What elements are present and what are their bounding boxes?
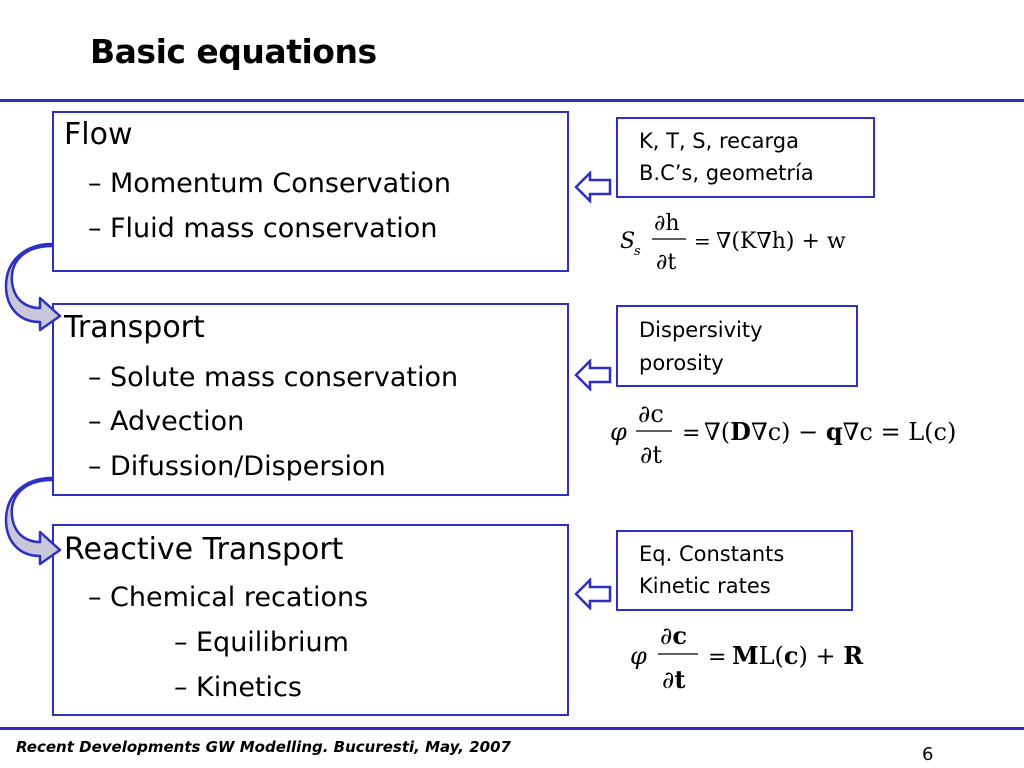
svg-text:=: = bbox=[682, 421, 700, 446]
svg-text:∇(K∇h) + w: ∇(K∇h) + w bbox=[716, 229, 846, 254]
flow-item-fluid-mass: –Fluid mass conservation bbox=[88, 213, 438, 244]
top-divider bbox=[0, 99, 1024, 102]
reactive-item-chemical: –Chemical recations bbox=[88, 582, 369, 613]
reactive-input-arrow-icon bbox=[574, 578, 612, 610]
transport-item-advection: –Advection bbox=[88, 406, 245, 437]
svg-text:∂t: ∂t bbox=[662, 665, 686, 694]
svg-text:∇(D∇c) − q∇c = L(c): ∇(D∇c) − q∇c = L(c) bbox=[704, 417, 956, 446]
transport-param-line-2: porosity bbox=[639, 351, 724, 375]
svg-text:∂c: ∂c bbox=[638, 400, 664, 428]
reactive-equation: φ ∂c ∂t = ML(c) + R bbox=[630, 620, 930, 700]
transport-title: Transport bbox=[64, 310, 205, 345]
reactive-box: Reactive Transport –Chemical recations –… bbox=[52, 524, 569, 716]
footer-text: Recent Developments GW Modelling. Bucure… bbox=[16, 738, 511, 756]
flow-title: Flow bbox=[64, 117, 133, 152]
flow-box: Flow –Momentum Conservation –Fluid mass … bbox=[52, 111, 569, 272]
svg-text:∂t: ∂t bbox=[640, 441, 662, 469]
reactive-subitem-equilibrium: –Equilibrium bbox=[174, 627, 349, 658]
svg-text:∂h: ∂h bbox=[654, 211, 680, 236]
flow-param-line-1: K, T, S, recarga bbox=[639, 129, 799, 153]
flow-item-momentum: –Momentum Conservation bbox=[88, 168, 451, 199]
svg-text:∂t: ∂t bbox=[656, 250, 676, 275]
transport-to-reactive-curved-arrow-icon bbox=[4, 476, 62, 566]
transport-input-arrow-icon bbox=[574, 359, 612, 391]
svg-text:φ: φ bbox=[630, 642, 647, 670]
transport-box: Transport –Solute mass conservation –Adv… bbox=[52, 303, 569, 496]
reactive-subitem-kinetics: –Kinetics bbox=[174, 672, 302, 703]
reactive-param-line-2: Kinetic rates bbox=[639, 574, 771, 598]
svg-text:s: s bbox=[634, 244, 641, 259]
page-number: 6 bbox=[922, 744, 934, 765]
flow-params-box: K, T, S, recarga B.C’s, geometría bbox=[616, 117, 875, 198]
svg-text:S: S bbox=[620, 229, 635, 254]
reactive-params-box: Eq. Constants Kinetic rates bbox=[616, 530, 853, 611]
transport-equation: φ ∂c ∂t = ∇(D∇c) − q∇c = L(c) bbox=[610, 398, 1010, 474]
reactive-param-line-1: Eq. Constants bbox=[639, 542, 785, 566]
transport-item-diffusion: –Difussion/Dispersion bbox=[88, 451, 386, 482]
svg-text:ML(c) + R: ML(c) + R bbox=[732, 641, 864, 670]
svg-text:=: = bbox=[694, 229, 711, 253]
svg-text:∂c: ∂c bbox=[660, 621, 687, 650]
flow-param-line-2: B.C’s, geometría bbox=[639, 161, 814, 185]
reactive-title: Reactive Transport bbox=[64, 532, 344, 567]
transport-item-solute: –Solute mass conservation bbox=[88, 362, 459, 393]
flow-to-transport-curved-arrow-icon bbox=[4, 242, 62, 332]
transport-param-line-1: Dispersivity bbox=[639, 318, 763, 342]
bottom-divider bbox=[0, 727, 1024, 730]
svg-text:=: = bbox=[708, 645, 726, 670]
slide-title: Basic equations bbox=[90, 32, 377, 71]
flow-input-arrow-icon bbox=[574, 171, 612, 203]
flow-equation: S s ∂h ∂t = ∇(K∇h) + w bbox=[620, 205, 860, 281]
svg-text:φ: φ bbox=[610, 418, 627, 446]
transport-params-box: Dispersivity porosity bbox=[616, 305, 858, 387]
